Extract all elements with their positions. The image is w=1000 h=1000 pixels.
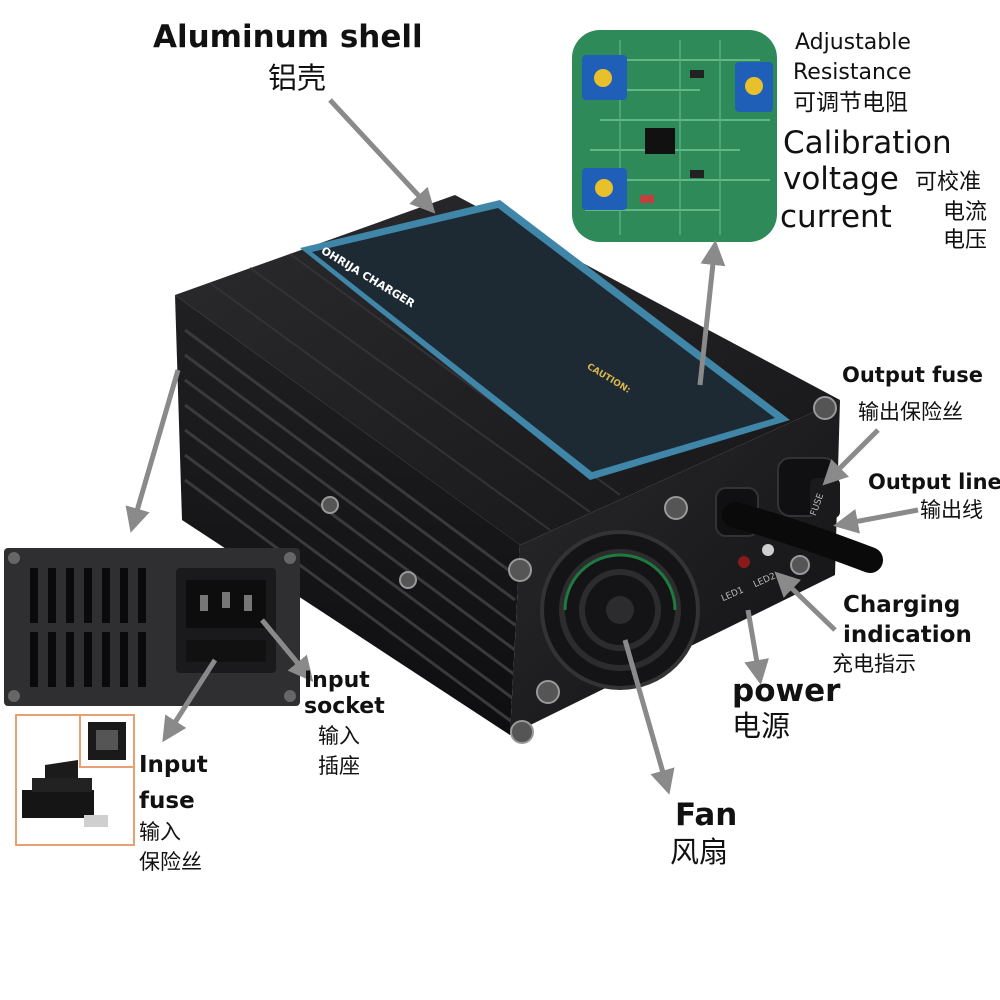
input-fuse-icon: [22, 760, 108, 827]
led-power-icon: [738, 556, 750, 568]
input-panel-inset: [4, 548, 300, 706]
screw-icon: [508, 558, 532, 582]
ic-chip: [645, 128, 675, 154]
label-calibration-en-3: current: [780, 199, 892, 235]
charger-body: [175, 195, 883, 744]
input-fuse-inset: [15, 714, 135, 846]
label-input-fuse-en-1: Input: [139, 752, 208, 778]
arrow-charging: [774, 571, 837, 632]
label-fan-zh: 风扇: [670, 835, 729, 869]
led-charging-icon: [762, 544, 774, 556]
callout-arrows: [125, 98, 919, 795]
label-output-line-zh: 输出线: [920, 498, 983, 522]
arrow-aluminum: [328, 98, 436, 214]
label-input-fuse-en-2: fuse: [139, 788, 195, 814]
label-calibration-zh-3: 电压: [943, 228, 988, 253]
screw-icon: [790, 555, 810, 575]
arrow-pcb: [697, 240, 726, 386]
label-calibration-zh-1: 可校准: [915, 170, 982, 195]
screw-icon: [536, 680, 560, 704]
screw-icon: [321, 496, 339, 514]
label-charging-zh: 充电指示: [832, 652, 916, 676]
label-calibration-en-2: voltage: [783, 161, 899, 197]
label-output-fuse-zh: 输出保险丝: [858, 400, 963, 424]
fan-icon: [540, 530, 700, 690]
label-aluminum-shell-en: Aluminum shell: [153, 19, 423, 55]
arrow-input-panel: [125, 369, 181, 533]
label-input-socket-en-1: Input: [304, 668, 370, 693]
label-calibration-zh-2: 电流: [943, 200, 988, 225]
output-cable-icon: [715, 487, 883, 573]
label-input-socket-zh-2: 插座: [318, 754, 360, 778]
arrow-output-fuse: [822, 428, 880, 486]
label-input-socket-zh-1: 输入: [318, 724, 360, 748]
label-charging-en-1: Charging: [843, 592, 961, 618]
label-input-fuse-zh-1: 输入: [139, 820, 181, 844]
screw-icon: [510, 720, 534, 744]
label-calibration-en-1: Calibration: [783, 125, 952, 161]
label-input-fuse-zh-2: 保险丝: [139, 850, 202, 874]
arrow-power: [744, 609, 769, 685]
label-aluminum-shell-zh: 铝壳: [268, 61, 327, 95]
label-adjustable-en-1: Adjustable: [795, 30, 911, 55]
label-input-socket-en-2: socket: [304, 694, 385, 719]
label-power-zh: 电源: [732, 709, 791, 743]
label-output-fuse-en: Output fuse: [842, 363, 984, 387]
screw-icon: [399, 571, 417, 589]
label-output-line-en: Output line: [868, 470, 1000, 494]
screw-icon: [813, 396, 837, 420]
screw-icon: [664, 496, 688, 520]
arrow-input-socket: [260, 618, 314, 682]
arrow-input-fuse: [162, 658, 218, 743]
arrow-fan: [622, 639, 675, 795]
label-power-en: power: [732, 673, 841, 709]
label-charging-en-2: indication: [843, 622, 972, 648]
arrow-output-line: [833, 507, 919, 534]
pcb-inset: [572, 30, 777, 242]
label-fan-en: Fan: [675, 797, 738, 833]
output-fuse-icon: [777, 457, 840, 518]
label-adjustable-en-2: Resistance: [793, 60, 912, 85]
label-adjustable-zh: 可调节电阻: [793, 90, 908, 116]
